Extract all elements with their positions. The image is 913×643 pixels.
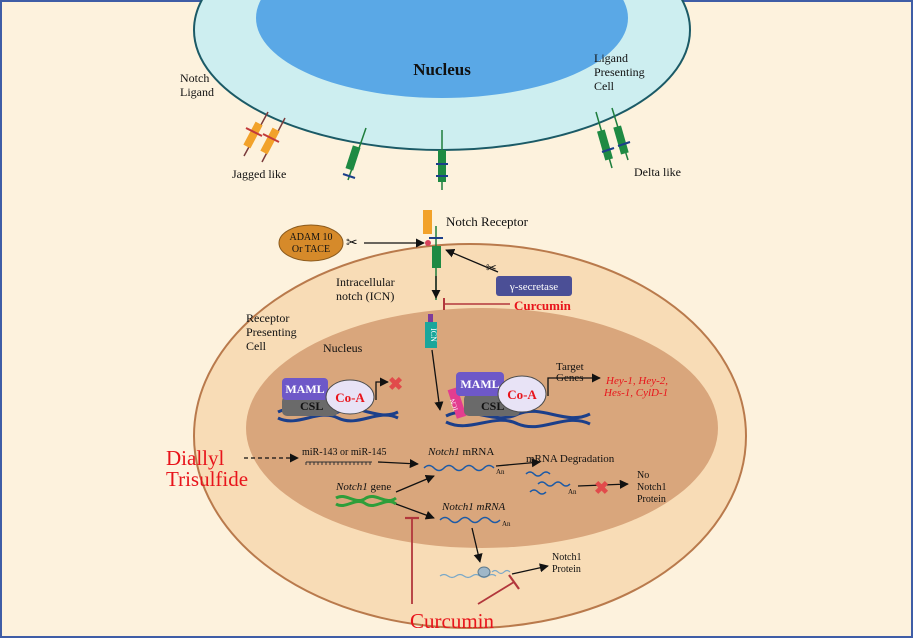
notch1-gene-label: Notch1 gene (335, 481, 391, 493)
blocked-x-icon-right: ✖ (594, 478, 609, 498)
notch1-mrna-label-bottom: Notch1 mRNA (441, 501, 506, 513)
no-protein-line3: Protein (637, 494, 666, 505)
ligand-presenting-label-line3: Cell (594, 79, 615, 93)
gamma-secretase-box (496, 276, 572, 296)
ligand-presenting-label-line2: Presenting (594, 65, 645, 79)
icn-tag-text: ICN (429, 328, 438, 342)
coa-left-label: Co-A (335, 390, 365, 405)
ligand-presenting-label-line1: Ligand (594, 51, 628, 65)
complex-active: ICN CSL MAML Co-A (445, 372, 601, 429)
diallyl-label-line2: Trisulfide (166, 467, 248, 491)
poly-a-degraded: An (568, 488, 577, 496)
coa-right-label: Co-A (507, 387, 537, 402)
jagged-like-label: Jagged like (232, 167, 286, 181)
notch-receptor-label: Notch Receptor (446, 214, 529, 229)
notch1-mrna-prefix: Notch1 (427, 446, 460, 458)
notch1-mrna-suffix: mRNA (460, 446, 495, 458)
curcumin-big-label: Curcumin (410, 609, 494, 633)
icn-label-line2: notch (ICN) (336, 289, 394, 303)
mirna-label: miR-143 or miR-145 (302, 447, 386, 458)
delta-ligand-left (342, 127, 367, 181)
csl-left-label: CSL (300, 399, 323, 413)
poly-a-top: An (496, 468, 505, 476)
csl-right-label: CSL (481, 399, 504, 413)
mirna-strand (305, 461, 372, 465)
receptor-cell-label-line3: Cell (246, 339, 267, 353)
gamma-arrow (445, 249, 499, 273)
icn-label-line1: Intracellular (336, 275, 395, 289)
receptor-cell-label-line1: Receptor (246, 311, 289, 325)
scissors-icon-gamma: ✂ (486, 260, 497, 275)
mrna-to-translation-arrow (471, 527, 483, 563)
diallyl-label-line1: Diallyl (166, 446, 224, 470)
degraded-mrna-fragments (525, 471, 571, 495)
notch-ligand-label-line2: Ligand (180, 85, 214, 99)
adam-label-line1: ADAM 10 (289, 232, 332, 243)
delta-like-label: Delta like (634, 165, 681, 179)
ligand-cell-nucleus (256, 0, 628, 98)
notch1-mrna-strand-top (423, 464, 495, 472)
delta-ligand-right-2 (611, 107, 631, 161)
target-genes-line1: Target (556, 361, 584, 373)
scissors-icon-adam: ✂ (346, 236, 358, 251)
notch1-protein-line1: Notch1 (552, 552, 581, 563)
genes-list-line2: Hes-1, CylD-1 (603, 387, 668, 399)
complex-repressed: CSL MAML Co-A ✖ (277, 374, 403, 423)
curcumin-inhibitor-bar-right (508, 574, 520, 590)
gene-to-mrna-top-arrow (395, 474, 435, 493)
notch1-gene-dna (335, 495, 397, 507)
ligand-nucleus-label: Nucleus (413, 60, 471, 79)
mrna-degradation-label: mRNA Degradation (526, 453, 615, 465)
target-genes-line2: Genes (556, 372, 584, 384)
notch1-gene-prefix: Notch1 (335, 481, 368, 493)
curcumin-small-label: Curcumin (514, 298, 572, 313)
adam-label-line2: Or TACE (292, 244, 330, 255)
icn-to-nucleus-arrow (431, 349, 444, 411)
poly-a-bottom: An (502, 520, 511, 528)
no-protein-line1: No (637, 470, 649, 481)
jagged-ligand-1 (243, 111, 269, 157)
genes-list-line1: Hey-1, Hey-2, (605, 375, 668, 387)
gamma-secretase-label: γ-secretase (509, 281, 558, 293)
receptor-cell-label-line2: Presenting (246, 325, 297, 339)
receptor-cell-nucleus (246, 308, 718, 548)
notch1-mrna-strand-bottom (439, 516, 501, 524)
mirna-to-mrna-arrow (377, 459, 419, 469)
mrna-to-degradation-arrow (495, 458, 541, 468)
translation-to-protein-arrow (511, 563, 549, 575)
adam10-enzyme (278, 224, 344, 262)
maml-right-label: MAML (460, 377, 499, 391)
notch1-protein-line2: Protein (552, 564, 581, 575)
notch1-gene-suffix: gene (368, 481, 392, 493)
maml-left-label: MAML (285, 382, 324, 396)
ribosome-translation (439, 566, 511, 579)
blocked-x-icon-left: ✖ (388, 374, 403, 394)
delta-ligand-center (436, 130, 448, 190)
jagged-ligand-2 (260, 117, 286, 163)
icn-fragment: ICN (425, 314, 438, 348)
notch1-mrna-label-top: Notch1 mRNA (427, 446, 494, 458)
receptor-nucleus-label: Nucleus (323, 341, 363, 355)
icn-tag-right: ICN (448, 398, 459, 412)
curcumin-inhibitor-line-right (477, 581, 515, 605)
delta-ligand-right-1 (595, 111, 615, 169)
notch-ligand-label-line1: Notch (180, 71, 209, 85)
no-protein-line2: Notch1 (637, 482, 666, 493)
degradation-to-no-protein-arrow (577, 479, 629, 489)
gene-to-mrna-bottom-arrow (395, 503, 435, 520)
